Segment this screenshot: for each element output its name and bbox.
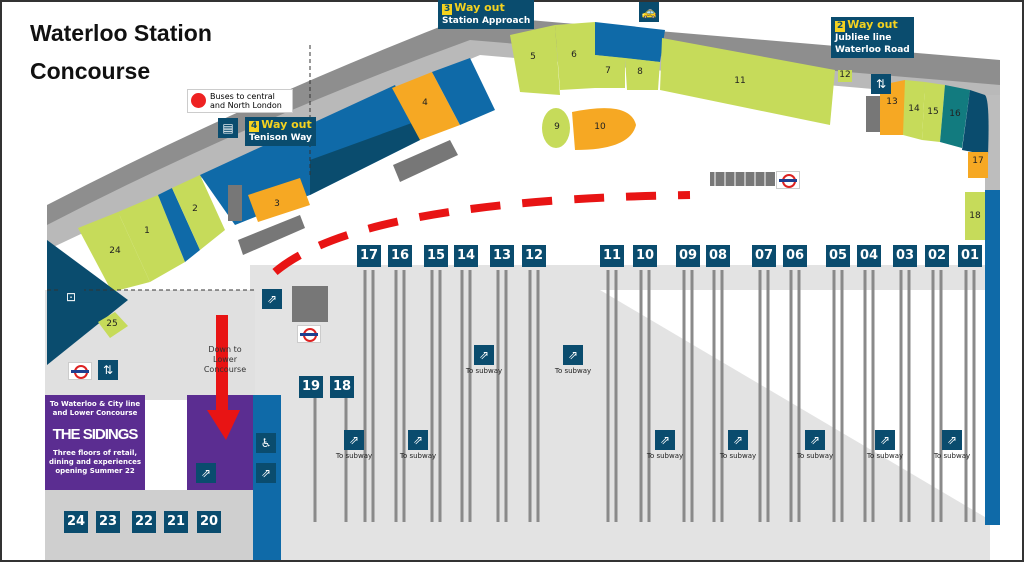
to-subway-label[interactable]: To subway (933, 452, 971, 460)
map-title-line1: Waterloo Station (30, 20, 212, 46)
unit-13: 13 (886, 97, 898, 107)
unit-6: 6 (571, 50, 577, 60)
platform-16: 16 (388, 245, 412, 267)
escalator-icon: ⇗ (196, 463, 216, 483)
platform-22: 22 (132, 511, 156, 533)
unit-17: 17 (972, 156, 984, 166)
subway-escalator-icon: ⇗ (805, 430, 825, 450)
unit-25: 25 (106, 319, 118, 329)
platform-11: 11 (600, 245, 624, 267)
unit-12: 12 (839, 70, 851, 80)
to-subway-label[interactable]: To subway (465, 367, 503, 375)
lift-icon: ⇅ (98, 360, 118, 380)
subway-escalator-icon: ⇗ (474, 345, 494, 365)
platform-02: 02 (925, 245, 949, 267)
platform-18: 18 (330, 376, 354, 398)
platform-05: 05 (826, 245, 850, 267)
subway-escalator-icon: ⇗ (655, 430, 675, 450)
to-subway-label[interactable]: To subway (554, 367, 592, 375)
platform-03: 03 (893, 245, 917, 267)
subway-escalator-icon: ⇗ (942, 430, 962, 450)
to-subway-label[interactable]: To subway (646, 452, 684, 460)
unit-7: 7 (605, 66, 611, 76)
subway-escalator-icon: ⇗ (344, 430, 364, 450)
platform-10: 10 (633, 245, 657, 267)
platform-14: 14 (454, 245, 478, 267)
unit-9: 9 (554, 122, 560, 132)
unit-10: 10 (594, 122, 606, 132)
left-luggage-icon: ⊡ (58, 287, 84, 309)
underground-icon (776, 171, 800, 189)
unit-16: 16 (949, 109, 961, 119)
underground-icon (297, 325, 321, 343)
unit-11: 11 (734, 76, 746, 86)
route-arrow (216, 315, 228, 410)
escalator-icon: ⇗ (256, 463, 276, 483)
to-subway-label[interactable]: To subway (796, 452, 834, 460)
platform-13: 13 (490, 245, 514, 267)
unit-15: 15 (927, 107, 939, 117)
unit-3: 3 (274, 199, 280, 209)
platform-12: 12 (522, 245, 546, 267)
to-subway-label[interactable]: To subway (399, 452, 437, 460)
to-subway-label[interactable]: To subway (866, 452, 904, 460)
unit-8: 8 (637, 67, 643, 77)
platform-17: 17 (357, 245, 381, 267)
platform-20: 20 (197, 511, 221, 533)
bus-stop-icon: ▤ (218, 118, 238, 138)
platform-21: 21 (164, 511, 188, 533)
right-strip (985, 190, 1000, 525)
to-subway-label[interactable]: To subway (719, 452, 757, 460)
platform-06: 06 (783, 245, 807, 267)
subway-escalator-icon: ⇗ (408, 430, 428, 450)
platform-15: 15 (424, 245, 448, 267)
platform-09: 09 (676, 245, 700, 267)
platform-04: 04 (857, 245, 881, 267)
bus-icon (191, 93, 206, 108)
platform-07: 07 (752, 245, 776, 267)
accessible-icon: ♿ (256, 433, 276, 453)
unit-1: 1 (144, 226, 150, 236)
escalator-icon: ⇗ (262, 289, 282, 309)
lift-icon: ⇅ (871, 74, 891, 94)
unit-18: 18 (969, 211, 981, 221)
route-dashed (272, 191, 691, 276)
unit-2: 2 (192, 204, 198, 214)
to-subway-label[interactable]: To subway (335, 452, 373, 460)
underground-icon (68, 362, 92, 380)
taxi-icon: 🚕 (639, 2, 659, 22)
platform-08: 08 (706, 245, 730, 267)
unit-14: 14 (908, 104, 920, 114)
sidings-logo: THE SIDINGS (52, 426, 139, 443)
platform-23: 23 (96, 511, 120, 533)
unit-24: 24 (109, 246, 121, 256)
unit-4: 4 (422, 98, 428, 108)
subway-escalator-icon: ⇗ (563, 345, 583, 365)
platform-24: 24 (64, 511, 88, 533)
subway-escalator-icon: ⇗ (728, 430, 748, 450)
subway-escalator-icon: ⇗ (875, 430, 895, 450)
sidings-panel: To Waterloo & City line and Lower Concou… (48, 400, 142, 475)
map-title-line2: Concourse (30, 58, 151, 84)
platform-19: 19 (299, 376, 323, 398)
platform-01: 01 (958, 245, 982, 267)
unit-5: 5 (530, 52, 536, 62)
